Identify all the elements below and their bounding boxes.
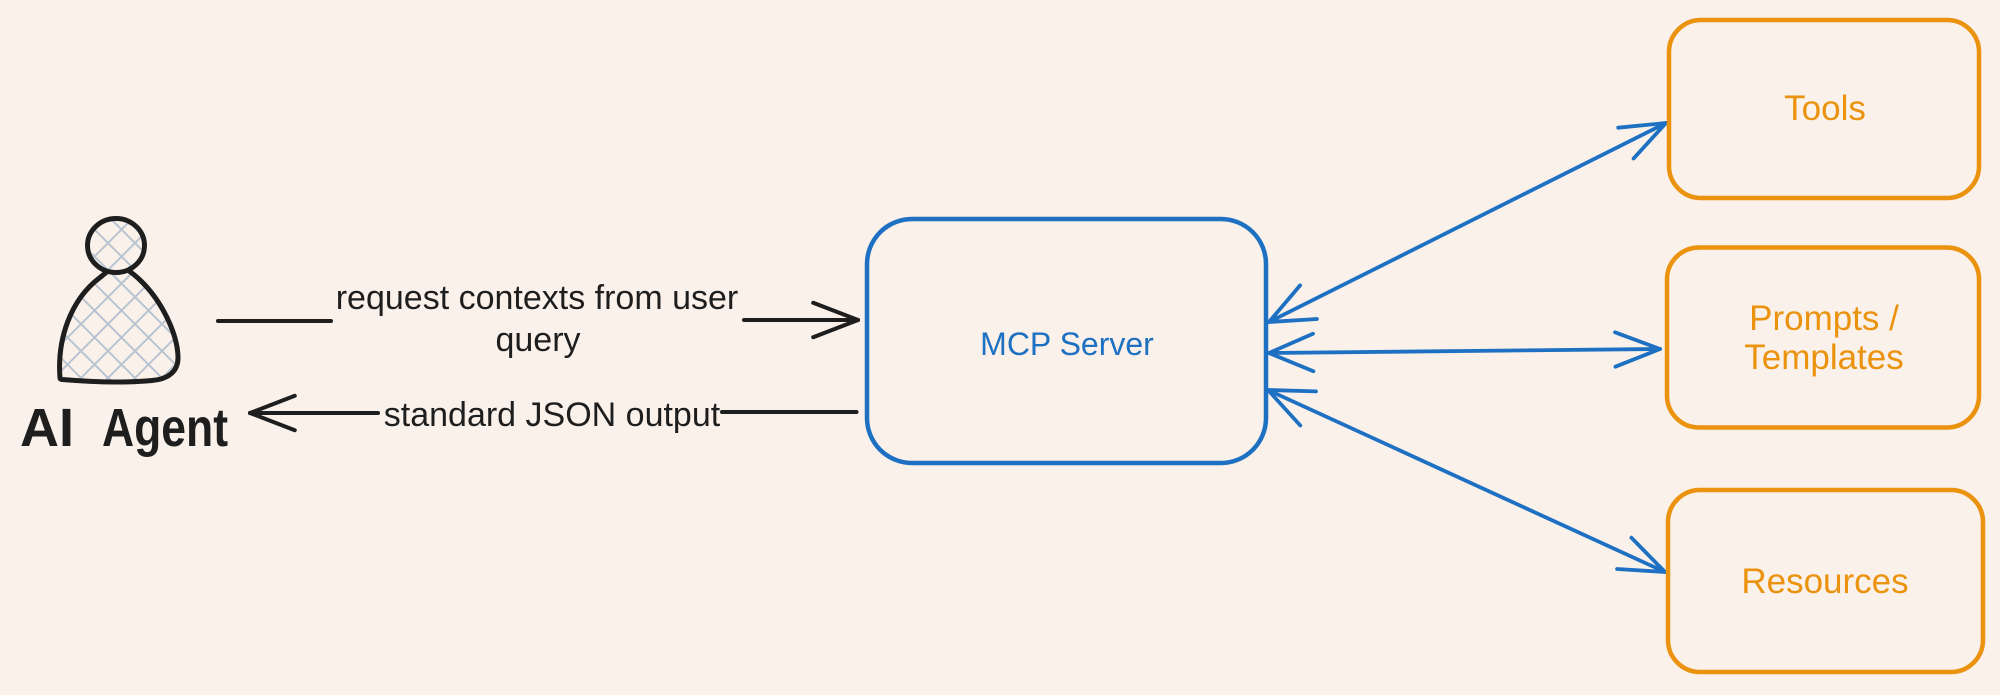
svg-text:Prompts /: Prompts / bbox=[1749, 299, 1899, 338]
svg-text:MCP Server: MCP Server bbox=[980, 326, 1154, 362]
svg-text:Agent: Agent bbox=[102, 398, 228, 458]
svg-text:Tools: Tools bbox=[1784, 89, 1866, 128]
svg-text:Templates: Templates bbox=[1744, 338, 1904, 377]
svg-text:request contexts from user: request contexts from user bbox=[336, 279, 739, 317]
svg-text:standard JSON output: standard JSON output bbox=[384, 396, 721, 434]
svg-text:query: query bbox=[495, 321, 580, 359]
svg-text:AI: AI bbox=[20, 398, 74, 458]
svg-text:Resources: Resources bbox=[1741, 562, 1908, 601]
